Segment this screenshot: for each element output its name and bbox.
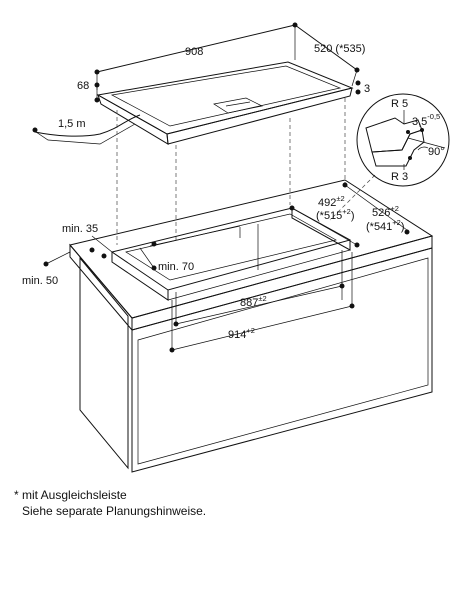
label-cutout-depth-outer-alt: (*541+2) bbox=[366, 218, 405, 233]
hob-vent-grille bbox=[213, 97, 264, 114]
label-cutout-depth-inner: 492±2 bbox=[318, 194, 345, 209]
footnote-planning-notes: Siehe separate Planungshinweise. bbox=[22, 504, 207, 518]
worktop-side bbox=[131, 235, 433, 331]
hob-side-face bbox=[166, 87, 353, 145]
label-hob-width: 908 bbox=[185, 46, 203, 58]
label-cutout-depth-inner-alt: (*515+2) bbox=[316, 207, 355, 222]
hob-grille-slot bbox=[225, 101, 251, 107]
cutout-wall-left bbox=[111, 252, 169, 301]
detail-circle bbox=[356, 93, 450, 187]
worktop-front bbox=[69, 243, 133, 332]
label-side-clearance: min. 70 bbox=[158, 261, 194, 273]
edge-detail bbox=[356, 93, 450, 187]
label-cutout-depth-outer: 526+2 bbox=[372, 204, 399, 219]
footnote-compensation-strip: * mit Ausgleichsleiste bbox=[14, 488, 127, 502]
hob-top-face bbox=[96, 61, 354, 135]
label-step: 3,5-0,5 bbox=[412, 112, 440, 128]
dim-hob-edge bbox=[355, 80, 361, 95]
cabinet-front bbox=[79, 256, 129, 470]
label-radius-bottom: R 3 bbox=[391, 171, 408, 183]
dim-wall-clearance bbox=[43, 251, 71, 267]
label-cutout-width-inner: 887±2 bbox=[240, 294, 267, 309]
label-front-clearance: min. 35 bbox=[62, 223, 98, 235]
dim-side-clearance bbox=[139, 241, 157, 271]
cutout-wall-back bbox=[291, 208, 351, 251]
label-hob-edge: 3 bbox=[364, 83, 370, 95]
dim-front-clearance bbox=[89, 235, 113, 259]
label-radius-top: R 5 bbox=[391, 98, 408, 110]
detail-step-face bbox=[371, 129, 425, 167]
label-angle: 90° bbox=[428, 146, 445, 158]
label-hob-depth: 520 (*535) bbox=[314, 43, 365, 55]
label-wall-clearance: min. 50 bbox=[22, 275, 58, 287]
cutout-inner bbox=[125, 213, 337, 281]
cable bbox=[32, 114, 141, 145]
label-hob-height: 68 bbox=[77, 80, 89, 92]
dim-hob-depth bbox=[294, 24, 360, 87]
cabinet bbox=[69, 179, 434, 473]
projection-lines bbox=[116, 98, 376, 245]
hob bbox=[96, 61, 354, 145]
dim-hob-height bbox=[94, 82, 100, 103]
dim-hob-width bbox=[94, 22, 298, 90]
hob-glass-inner bbox=[110, 65, 342, 127]
cabinet-side bbox=[131, 247, 433, 473]
label-cutout-width-outer: 914+2 bbox=[228, 326, 255, 341]
cabinet-inner-side bbox=[137, 257, 429, 465]
dim-cutout-depth bbox=[289, 182, 410, 248]
label-cable: 1,5 m bbox=[58, 118, 86, 130]
dim-cutout-width bbox=[169, 250, 355, 353]
